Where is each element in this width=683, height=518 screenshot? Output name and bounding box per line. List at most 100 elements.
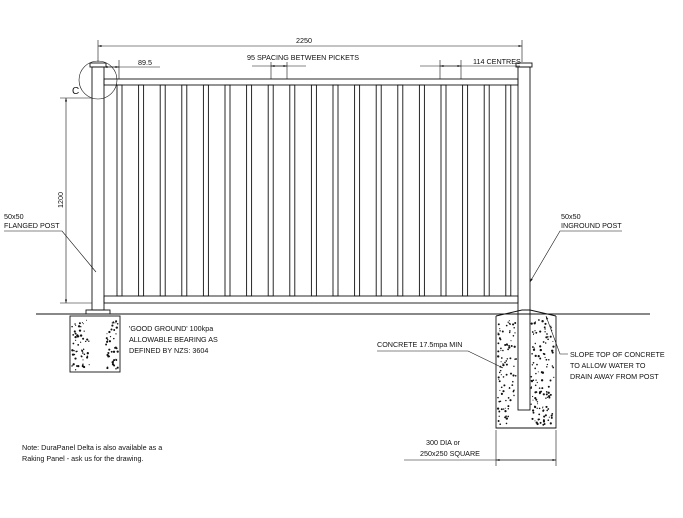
concrete-label: CONCRETE 17.5mpa MIN — [377, 340, 462, 349]
concrete-speck — [546, 366, 548, 368]
concrete-speck — [547, 408, 550, 410]
inground-post-callout: 50x50 INGROUND POST — [529, 212, 622, 283]
concrete-speck — [74, 357, 77, 360]
concrete-speck — [112, 321, 114, 323]
concrete-speck — [77, 344, 80, 346]
concrete-speck — [499, 330, 501, 332]
picket — [224, 84, 231, 297]
concrete-speck — [534, 397, 537, 400]
concrete-speck — [545, 397, 547, 399]
picket — [332, 84, 339, 297]
concrete-speck — [509, 372, 513, 375]
concrete-speck — [82, 365, 86, 369]
concrete-speck — [106, 367, 109, 370]
concrete-speck — [549, 422, 552, 425]
centres-dimension: 114 CENTRES — [420, 57, 521, 79]
concrete-speck — [82, 352, 84, 354]
concrete-speck — [551, 349, 554, 352]
footing-size-line-1: 300 DIA or — [426, 438, 461, 447]
concrete-speck — [505, 417, 508, 420]
concrete-speck — [539, 357, 542, 360]
concrete-speck — [541, 387, 544, 390]
concrete-speck — [532, 361, 535, 364]
concrete-speck — [546, 396, 549, 398]
concrete-speck — [533, 322, 536, 325]
concrete-speck — [548, 396, 551, 399]
concrete-speck — [74, 369, 77, 371]
concrete-speck — [74, 335, 77, 339]
concrete-speck — [500, 357, 503, 359]
concrete-speck — [508, 344, 510, 347]
note-line-1: Note: DuraPanel Delta is also available … — [22, 443, 162, 452]
concrete-speck — [538, 413, 541, 416]
post-offset-dimension: 89.5 — [104, 58, 160, 79]
picket — [375, 84, 382, 297]
concrete-speck — [544, 342, 547, 344]
concrete-speck — [534, 321, 536, 323]
concrete-speck — [105, 343, 108, 346]
flanged-post-label-2: FLANGED POST — [4, 221, 60, 230]
concrete-speck — [113, 337, 115, 340]
concrete-speck — [514, 321, 517, 325]
overall-width-text: 2250 — [296, 36, 312, 45]
concrete-speck — [550, 325, 552, 327]
concrete-speck — [507, 348, 509, 351]
concrete-speck — [530, 403, 532, 405]
concrete-speck — [73, 350, 75, 352]
concrete-speck — [551, 413, 554, 415]
concrete-speck — [552, 345, 555, 348]
top-rail — [103, 78, 519, 86]
concrete-speck — [499, 389, 501, 391]
concrete-speck — [498, 415, 500, 417]
inground-post-label-1: 50x50 — [561, 212, 581, 221]
concrete-speck — [532, 399, 534, 401]
concrete-speck — [78, 329, 82, 332]
concrete-speck — [505, 399, 507, 402]
picket — [483, 84, 490, 297]
concrete-speck — [78, 322, 81, 325]
good-ground-line-3: DEFINED BY NZS: 3604 — [129, 346, 208, 355]
concrete-speck — [538, 387, 541, 389]
picket — [181, 84, 188, 297]
concrete-speck — [112, 360, 115, 362]
concrete-speck — [497, 376, 500, 379]
concrete-speck — [535, 421, 538, 424]
concrete-speck — [497, 420, 500, 422]
concrete-speck — [507, 415, 510, 418]
concrete-speck — [545, 391, 548, 393]
concrete-speck — [542, 423, 545, 426]
concrete-speck — [113, 364, 116, 367]
concrete-speck — [513, 327, 515, 329]
concrete-speck — [544, 356, 546, 359]
concrete-speck — [545, 358, 548, 361]
concrete-speck — [106, 339, 109, 341]
concrete-speck — [116, 323, 119, 325]
concrete-speck — [86, 338, 89, 341]
concrete-speck — [545, 393, 548, 396]
concrete-speck — [504, 361, 506, 364]
concrete-speck — [541, 320, 544, 323]
concrete-speck — [88, 340, 90, 342]
concrete-speck — [552, 366, 555, 369]
left-concrete-footing — [69, 315, 121, 373]
concrete-speck — [541, 371, 545, 374]
concrete-speck — [505, 415, 507, 417]
concrete-speck — [509, 387, 511, 389]
concrete-speck — [513, 389, 515, 391]
concrete-speck — [77, 325, 81, 328]
concrete-speck — [80, 326, 82, 328]
concrete-speck — [514, 332, 516, 334]
concrete-speck — [505, 363, 508, 366]
footing-size-dimension: 300 DIA or 250x250 SQUARE — [404, 430, 557, 466]
concrete-speck — [510, 340, 512, 342]
concrete-speck — [535, 379, 537, 381]
concrete-speck — [536, 407, 538, 409]
picket — [138, 84, 145, 297]
slope-callout: SLOPE TOP OF CONCRETE TO ALLOW WATER TO … — [545, 315, 665, 381]
concrete-speck — [71, 353, 75, 356]
concrete-speck — [502, 390, 505, 393]
picket — [354, 84, 361, 297]
concrete-speck — [536, 401, 539, 403]
concrete-speck — [532, 411, 535, 414]
concrete-speck — [545, 336, 548, 339]
